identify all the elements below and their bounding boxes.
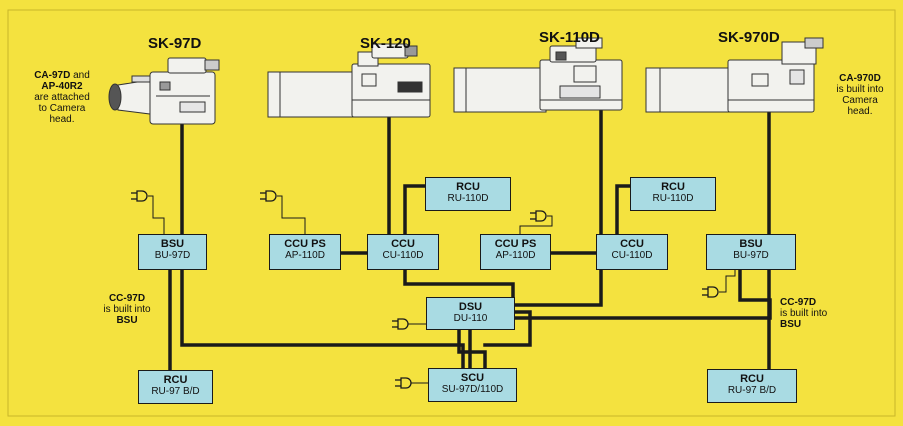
cable-lines <box>168 108 772 372</box>
power-plug-icons <box>131 190 719 389</box>
box-bsu-right: BSU BU-97D <box>706 234 796 270</box>
cable-bsuleft-scu <box>180 268 465 370</box>
note-cc97d-right: CC-97D is built into BSU <box>780 297 844 330</box>
box-bsu-left-title: BSU <box>160 238 185 250</box>
camera-sk120-icon <box>267 43 431 118</box>
power-cord-bsu-left <box>148 195 165 235</box>
box-ccu-1: CCU CU-110D <box>367 234 439 270</box>
box-scu: SCU SU-97D/110D <box>428 368 517 402</box>
box-ccu-ps-1: CCU PS AP-110D <box>269 234 341 270</box>
camera-title-sk970d: SK-970D <box>718 29 780 46</box>
note-head-right: head. <box>847 106 873 117</box>
note-head: head. <box>49 114 75 125</box>
box-ccu-ps-2-title: CCU PS <box>494 238 537 250</box>
note-and: and <box>70 70 90 81</box>
note-attached: are attached <box>34 92 90 103</box>
camera-sk97d-icon <box>108 57 220 125</box>
power-plug-icon <box>702 286 719 298</box>
box-ccu-1-title: CCU <box>391 238 415 250</box>
cable-ccu1-dsu <box>403 268 515 299</box>
box-rcu-2: RCU RU-110D <box>630 177 716 211</box>
box-rcu-2-model: RU-110D <box>652 193 694 204</box>
box-bsu-left: BSU BU-97D <box>138 234 207 270</box>
box-rcu-left: RCU RU-97 B/D <box>138 370 213 404</box>
box-rcu-1: RCU RU-110D <box>425 177 511 211</box>
cable-bsuright-dsu <box>513 268 772 320</box>
note-to-camera: to Camera <box>38 103 86 114</box>
note-ca970d-builtin: CA-970D is built into Camera head. <box>822 73 898 117</box>
frame-border <box>7 9 896 417</box>
box-ccu-1-model: CU-110D <box>382 250 424 261</box>
box-rcu-right-model: RU-97 B/D <box>727 385 777 396</box>
box-dsu: DSU DU-110 <box>426 297 515 330</box>
box-ccu-ps-1-model: AP-110D <box>285 250 325 261</box>
note-cc97d-left-bsu: BSU <box>116 315 138 326</box>
box-rcu-1-title: RCU <box>456 181 480 193</box>
box-dsu-title: DSU <box>458 301 483 313</box>
box-ccu-2-title: CCU <box>620 238 644 250</box>
cable-dsu-scu-2 <box>457 328 487 370</box>
box-bsu-right-title: BSU <box>739 238 763 250</box>
note-ca970d: CA-970D <box>839 73 881 84</box>
box-rcu-2-title: RCU <box>661 181 685 193</box>
camera-title-sk97d: SK-97D <box>148 35 202 52</box>
note-cc97d-right-builtin: is built into <box>780 308 828 319</box>
box-scu-model: SU-97D/110D <box>441 384 504 395</box>
cable-dsu-loop <box>483 310 532 347</box>
note-cc97d-left: CC-97D is built into BSU <box>92 293 162 326</box>
note-camera: Camera <box>842 95 878 106</box>
camera-title-sk120: SK-120 <box>360 35 411 52</box>
box-rcu-right-title: RCU <box>740 373 764 385</box>
box-dsu-model: DU-110 <box>453 313 488 324</box>
power-cord-bsu-right <box>719 270 736 293</box>
power-plug-icon <box>530 210 547 222</box>
box-ccu-2-model: CU-110D <box>611 250 653 261</box>
power-plug-icon <box>131 190 148 202</box>
power-cords <box>148 195 736 384</box>
box-rcu-left-model: RU-97 B/D <box>151 386 200 397</box>
box-ccu-ps-2-model: AP-110D <box>495 250 536 261</box>
box-scu-title: SCU <box>460 372 485 384</box>
box-rcu-left-title: RCU <box>163 374 188 386</box>
box-ccu-ps-2: CCU PS AP-110D <box>480 234 551 270</box>
camera-title-sk110d: SK-110D <box>539 29 600 46</box>
power-plug-icon <box>392 318 409 330</box>
note-cc97d-left-title: CC-97D <box>108 293 146 304</box>
cable-rcu1-ccu1 <box>403 184 427 236</box>
note-cc97d-right-bsu: BSU <box>780 319 802 330</box>
box-ccu-ps-1-title: CCU PS <box>284 238 326 250</box>
note-cc97d-right-title: CC-97D <box>780 297 817 308</box>
power-plug-icon <box>395 377 412 389</box>
cable-ccu2-dsu <box>513 268 603 307</box>
power-cord-ccups2 <box>519 215 553 235</box>
box-bsu-left-model: BU-97D <box>154 250 191 261</box>
camera-illustrations <box>108 37 824 125</box>
power-cord-ccups1 <box>277 195 306 235</box>
note-ca97d: CA-97D <box>34 70 71 81</box>
power-plug-icon <box>260 190 277 202</box>
box-bsu-right-model: BU-97D <box>733 250 769 261</box>
box-rcu-1-model: RU-110D <box>447 193 489 204</box>
box-rcu-right: RCU RU-97 B/D <box>707 369 797 403</box>
cable-rcu2-ccu2 <box>615 184 632 236</box>
note-camera-attachments: CA-97D and AP-40R2 are attached to Camer… <box>22 70 102 125</box>
note-builtin: is built into <box>836 84 884 95</box>
note-ap40r2: AP-40R2 <box>41 81 83 92</box>
camera-sk110d-icon <box>453 37 623 113</box>
note-cc97d-left-builtin: is built into <box>103 304 151 315</box>
box-ccu-2: CCU CU-110D <box>596 234 668 270</box>
camera-sk970d-icon <box>645 37 824 113</box>
